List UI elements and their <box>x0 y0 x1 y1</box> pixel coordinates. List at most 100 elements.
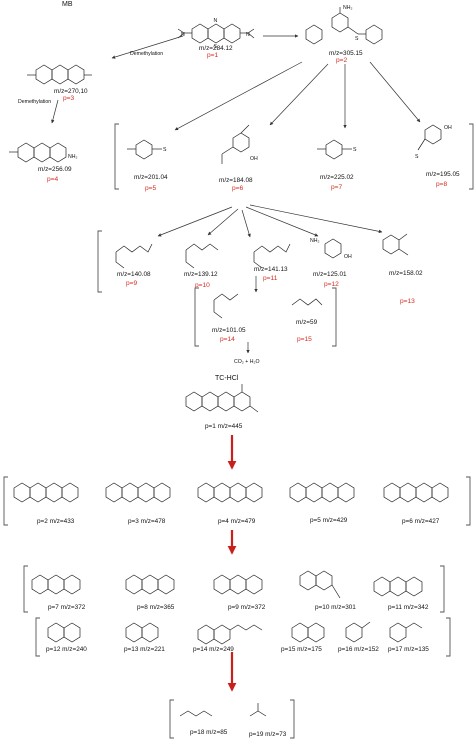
structure-tc-p7 <box>31 574 81 595</box>
mb-structures: N S N N NH₂ S <box>9 5 452 319</box>
mb-p4-p: p=4 <box>47 176 59 183</box>
mb-p6-p: p=6 <box>232 185 244 192</box>
mb-p9-mz: m/z=140.08 <box>117 271 151 278</box>
structure-mb-p12: NH₂ OH <box>310 238 352 260</box>
mb-p1-atom-s: S <box>214 44 218 50</box>
tc-p4-label: p=4 m/z=479 <box>218 518 256 525</box>
tc-p2-label: p=2 m/z=433 <box>37 518 75 525</box>
mb-p5-mz: m/z=201.04 <box>134 174 168 181</box>
tc-p12-label: p=12 m/z=240 <box>46 646 87 653</box>
mb-p15-p: p=15 <box>297 336 312 343</box>
structure-tc-p4 <box>197 482 263 503</box>
structure-tc-p11 <box>373 576 423 597</box>
mb-p8-mz: m/z=195.05 <box>426 171 460 178</box>
mb-p1-atom-n-right: N <box>246 32 250 38</box>
mb-p5-p: p=5 <box>145 185 157 192</box>
mb-p14-mz: m/z=101.05 <box>212 327 246 334</box>
mb-p12-mz: m/z=125.01 <box>313 271 347 278</box>
tc-p9-label: p=9 m/z=372 <box>228 604 266 611</box>
mb-p2-atom-s: S <box>355 36 359 42</box>
mb-p2-mz: m/z=305.15 <box>329 50 363 57</box>
structure-mb-p3 <box>27 64 92 85</box>
mb-brackets <box>97 123 474 347</box>
structure-mb-p9 <box>115 243 153 269</box>
structure-mb-p4: NH₂ <box>9 142 78 163</box>
structure-tc-p10 <box>299 570 341 599</box>
section-label-tc: TC-HCl <box>215 375 239 382</box>
mb-p1-p: p=1 <box>207 52 219 59</box>
structure-tc-p5 <box>289 482 355 503</box>
tc-row3-labels: p=12 m/z=240 p=13 m/z=221 p=14 m/z=249 p… <box>46 646 429 653</box>
tc-p18-label: p=18 m/z=85 <box>190 729 228 736</box>
structure-tc-p2 <box>13 482 79 503</box>
section-label-mb: MB <box>62 1 73 8</box>
structure-mb-p13 <box>382 233 409 256</box>
mb-p7-atom-s: S <box>353 147 357 153</box>
tc-p6-label: p=6 m/z=427 <box>402 518 440 525</box>
structure-mb-p15 <box>291 298 323 306</box>
mb-p3-p: p=3 <box>63 95 75 102</box>
mb-p14-p: p=14 <box>220 336 235 343</box>
structure-tc-p8 <box>125 574 175 595</box>
tc-p3-label: p=3 m/z=478 <box>128 518 166 525</box>
structure-tc-p18 <box>179 710 213 717</box>
structure-tc-p13 <box>125 622 159 643</box>
mb-p1-atom-n-top: N <box>214 18 218 24</box>
tc-row4-labels: p=18 m/z=85 p=19 m/z=73 <box>190 729 287 738</box>
structure-mb-p14 <box>213 293 239 319</box>
mb-p7-p: p=7 <box>331 184 343 191</box>
co2-h2o-label: CO₂ + H₂O <box>234 359 260 365</box>
structure-tc-p15 <box>291 622 325 643</box>
tc-p19-label: p=19 m/z=73 <box>249 731 287 738</box>
mb-p13-mz: m/z=158.02 <box>389 270 423 277</box>
tc-p13-label: p=13 m/z=221 <box>124 646 165 653</box>
mb-p9-p: p=9 <box>126 280 138 287</box>
structure-tc-p1 <box>185 384 259 413</box>
structure-tc-p16 <box>345 621 371 643</box>
mb-arrows <box>51 34 421 354</box>
mb-p4-mz: m/z=256.09 <box>38 166 72 173</box>
structure-tc-p9 <box>213 574 263 595</box>
tc-row2-structures <box>23 565 445 613</box>
tc-p15-label: p=15 m/z=175 <box>281 646 322 653</box>
structure-tc-p17 <box>389 622 423 643</box>
structure-mb-p11 <box>253 243 291 269</box>
structure-mb-p1: N S N N <box>177 18 255 50</box>
mb-p8-atom-oh: OH <box>444 125 452 131</box>
structure-tc-p14 <box>197 624 263 645</box>
mb-p12-atom-oh: OH <box>344 254 352 260</box>
tc-p11-label: p=11 m/z=342 <box>388 604 429 611</box>
mb-p3-mz: m/z=270,10 <box>54 88 88 95</box>
mb-p11-p: p=11 <box>263 275 278 282</box>
structure-mb-p7: S <box>317 139 357 160</box>
mb-p15-mz: m/z=59 <box>296 319 318 326</box>
mb-p2-atom-nh2: NH₂ <box>343 5 353 11</box>
tc-row4-structures <box>169 699 295 739</box>
tc-p1-label: p=1 m/z=445 <box>205 423 243 430</box>
tc-p5-label: p=5 m/z=429 <box>310 517 348 524</box>
structure-tc-p12 <box>47 622 81 643</box>
mb-p2-p: p=2 <box>336 57 348 64</box>
mb-p10-p: p=10 <box>195 282 210 289</box>
structure-tc-p6 <box>383 482 449 503</box>
mb-p8-p: p=8 <box>436 181 448 188</box>
mb-p10-mz: m/z=139.12 <box>184 271 218 278</box>
mb-p13-p: p=13 <box>400 298 415 305</box>
mb-p4-atom-nh2: NH₂ <box>68 154 78 160</box>
mb-p7-mz: m/z=225.02 <box>320 174 354 181</box>
mb-p8-atom-s: S <box>415 154 419 160</box>
mb-p1-atom-n-left: N <box>181 32 185 38</box>
tc-p10-label: p=10 m/z=301 <box>315 604 356 611</box>
tc-p14-label: p=14 m/z=249 <box>193 646 234 653</box>
tc-p7-label: p=7 m/z=372 <box>48 604 86 611</box>
mb-p5-atom-s: S <box>163 147 167 153</box>
mb-p6-mz: m/z=184.08 <box>219 177 253 184</box>
tc-row2-labels: p=7 m/z=372 p=8 m/z=365 p=9 m/z=372 p=10… <box>48 604 429 611</box>
mb-p12-p: p=12 <box>324 281 339 288</box>
structure-tc-p19 <box>249 703 267 717</box>
mb-labels: m/z=284.12 p=1 m/z=305.15 p=2 m/z=270,10… <box>38 45 460 343</box>
structure-mb-p8: OH S <box>415 124 452 160</box>
mb-p11-mz: m/z=141.13 <box>254 266 288 273</box>
demethylation-label-1: Demethylation <box>130 51 163 57</box>
